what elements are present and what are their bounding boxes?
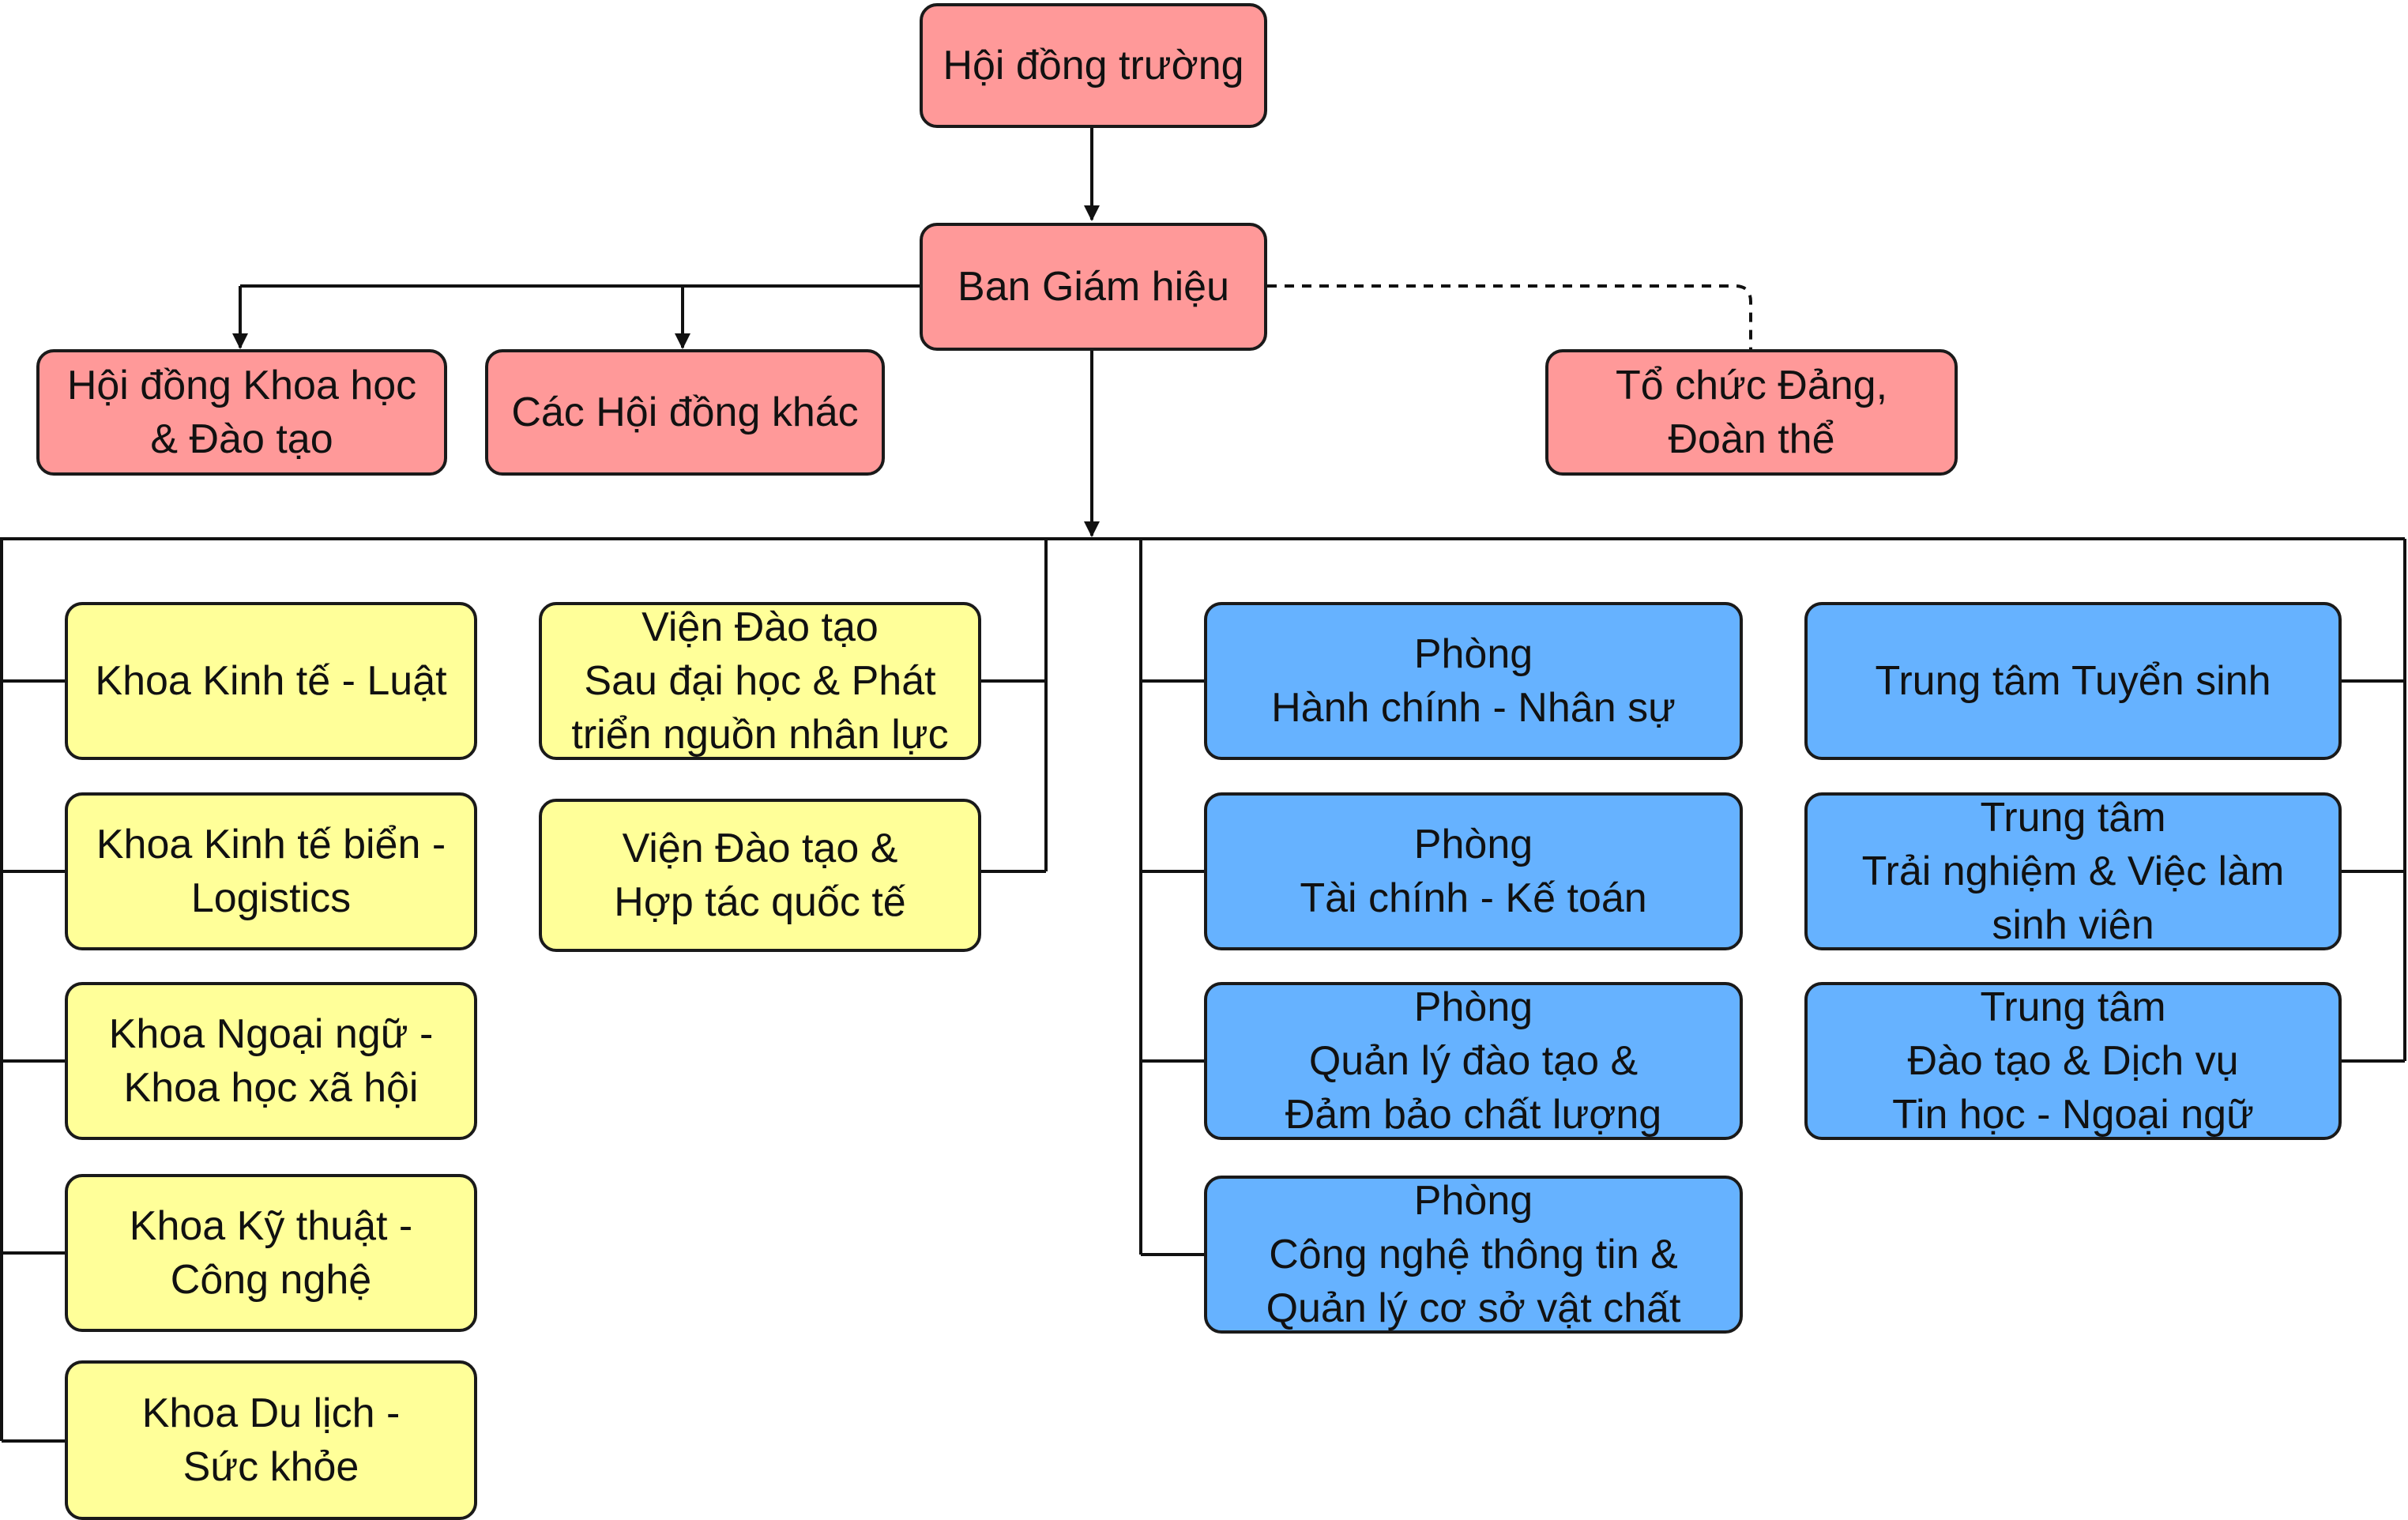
node-trung-tam-trai-nghiem: Trung tâm Trải nghiệm & Việc làm sinh vi…: [1804, 792, 2342, 950]
node-vien-hop-tac-quoc-te: Viện Đào tạo & Hợp tác quốc tế: [539, 799, 981, 952]
node-trung-tam-tin-hoc: Trung tâm Đào tạo & Dịch vụ Tin học - Ng…: [1804, 982, 2342, 1140]
node-khoa-kinh-te-luat: Khoa Kinh tế - Luật: [65, 602, 477, 760]
node-cac-hoi-dong-khac: Các Hội đồng khác: [485, 349, 885, 476]
node-phong-tai-chinh: Phòng Tài chính - Kế toán: [1204, 792, 1743, 950]
node-khoa-kinh-te-bien: Khoa Kinh tế biển - Logistics: [65, 792, 477, 950]
node-trung-tam-tuyen-sinh: Trung tâm Tuyển sinh: [1804, 602, 2342, 760]
node-to-chuc-dang: Tổ chức Đảng, Đoàn thể: [1545, 349, 1958, 476]
node-phong-cntt: Phòng Công nghệ thông tin & Quản lý cơ s…: [1204, 1176, 1743, 1334]
node-khoa-ky-thuat: Khoa Kỹ thuật - Công nghệ: [65, 1174, 477, 1332]
node-hoi-dong-khoa-hoc: Hội đồng Khoa học & Đào tạo: [36, 349, 447, 476]
dashed-connector-party: [1267, 284, 1752, 349]
node-phong-quan-ly-dao-tao: Phòng Quản lý đào tạo & Đảm bảo chất lượ…: [1204, 982, 1743, 1140]
node-ban-giam-hieu: Ban Giám hiệu: [920, 223, 1267, 351]
node-khoa-ngoai-ngu: Khoa Ngoại ngữ - Khoa học xã hội: [65, 982, 477, 1140]
node-hoi-dong-truong: Hội đồng trường: [920, 3, 1267, 128]
node-phong-hanh-chinh: Phòng Hành chính - Nhân sự: [1204, 602, 1743, 760]
node-khoa-du-lich: Khoa Du lịch - Sức khỏe: [65, 1360, 477, 1520]
node-vien-sau-dai-hoc: Viện Đào tạo Sau đại học & Phát triển ng…: [539, 602, 981, 760]
